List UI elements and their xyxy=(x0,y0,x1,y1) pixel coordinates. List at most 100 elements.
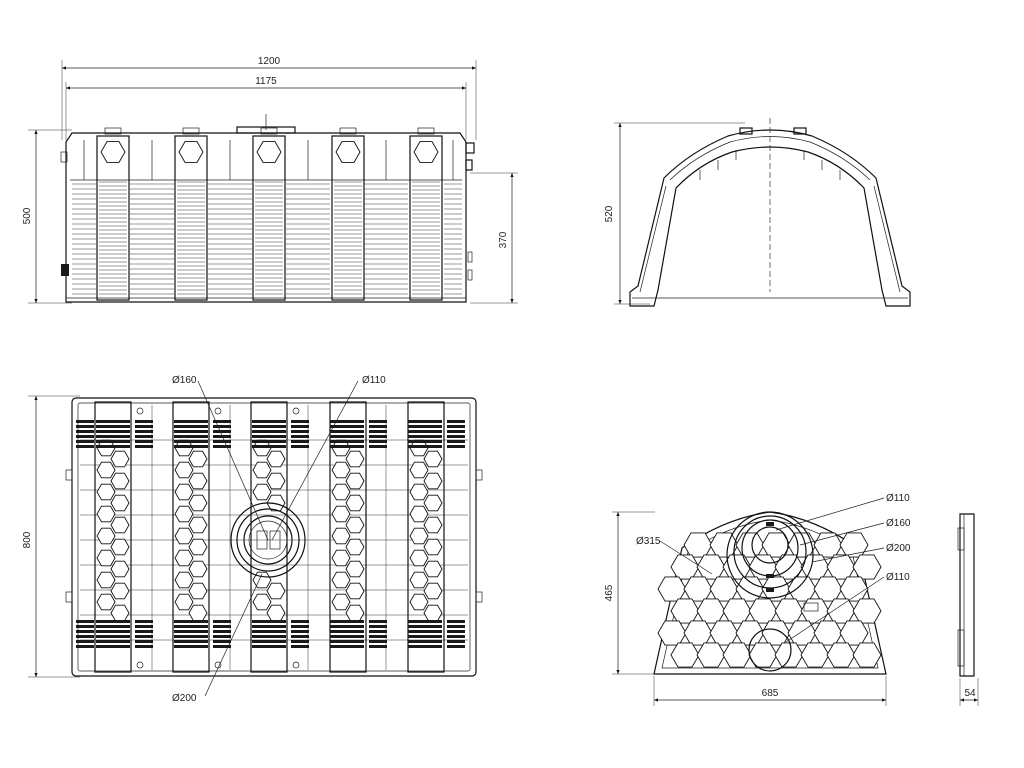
plan-rib-block xyxy=(447,640,465,643)
end-hex xyxy=(826,598,856,624)
end-hex xyxy=(839,532,869,558)
plan-rib-block xyxy=(96,640,130,643)
plan-rib-block xyxy=(408,635,442,638)
plan-rib-block xyxy=(213,625,231,628)
front-column xyxy=(96,135,130,301)
plan-rib-block xyxy=(76,630,94,633)
plan-hex xyxy=(266,604,286,622)
end-hex xyxy=(748,598,778,624)
plan-rib-block xyxy=(174,445,208,448)
plan-rib-block xyxy=(369,620,387,623)
plan-rib-block xyxy=(96,620,130,623)
plan-rib-block xyxy=(408,440,442,443)
plan-rib-block xyxy=(369,445,387,448)
plan-rib-block xyxy=(291,640,309,643)
end-hex xyxy=(735,532,765,558)
plan-hex xyxy=(96,505,116,523)
plan-rib-block xyxy=(330,445,364,448)
plan-rib-block xyxy=(369,645,387,648)
plan-rib-block xyxy=(96,445,130,448)
plan-rib-block xyxy=(447,435,465,438)
front-column-cap xyxy=(339,127,357,135)
end-hex xyxy=(683,576,713,602)
plan-rib-block xyxy=(213,425,231,428)
plan-rib-block xyxy=(174,635,208,638)
plan-rib-block xyxy=(213,435,231,438)
plan-rib-block xyxy=(330,645,364,648)
plan-rib-block xyxy=(174,645,208,648)
plan-label-d110: Ø110 xyxy=(362,375,386,386)
front-column xyxy=(409,135,443,301)
plan-rib-block xyxy=(252,640,286,643)
plan-rib-block xyxy=(291,435,309,438)
plan-rib-block xyxy=(447,625,465,628)
plan-hex xyxy=(423,560,443,578)
front-column-hex xyxy=(413,141,439,163)
plan-hex xyxy=(409,549,429,567)
plan-rib-block xyxy=(76,635,94,638)
front-column xyxy=(252,135,286,301)
front-column-hex xyxy=(335,141,361,163)
plan-rib-block xyxy=(76,620,94,623)
plan-rib-block xyxy=(135,420,153,423)
plan-rib-block xyxy=(174,620,208,623)
plan-rib-block xyxy=(252,440,286,443)
end-label-d200: Ø200 xyxy=(886,543,911,554)
plan-rib-block xyxy=(291,420,309,423)
plan-rib-block xyxy=(408,435,442,438)
plan-hex xyxy=(174,483,194,501)
plan-hex xyxy=(409,571,429,589)
plan-rib-block xyxy=(96,635,130,638)
plan-rib-block xyxy=(174,435,208,438)
plan-rib-block xyxy=(76,420,94,423)
front-column-cap xyxy=(417,127,435,135)
plan-hex xyxy=(96,461,116,479)
end-hex xyxy=(852,642,882,668)
plan-hex xyxy=(174,549,194,567)
plan-rib-block xyxy=(213,445,231,448)
end-hex xyxy=(774,642,804,668)
plan-rib-block xyxy=(291,635,309,638)
plan-rib-block xyxy=(174,440,208,443)
end-hex xyxy=(813,532,843,558)
plan-rib-block xyxy=(291,430,309,433)
plan-hex xyxy=(174,461,194,479)
end-hex xyxy=(813,576,843,602)
end-hex xyxy=(657,620,687,646)
plan-hex xyxy=(409,505,429,523)
plan-rib-block xyxy=(291,620,309,623)
plan-rib-block xyxy=(213,440,231,443)
plan-hex xyxy=(331,505,351,523)
plan-rib-block xyxy=(213,630,231,633)
end-hex xyxy=(683,532,713,558)
plan-rib-block xyxy=(369,435,387,438)
plan-rib-block xyxy=(76,640,94,643)
plan-hex xyxy=(188,538,208,556)
plan-hex xyxy=(188,516,208,534)
plan-column xyxy=(329,401,367,673)
plan-rib-block xyxy=(174,625,208,628)
plan-rib-block xyxy=(76,430,94,433)
plan-rib-block xyxy=(135,430,153,433)
side-view: 520 xyxy=(604,118,911,307)
plan-rib-block xyxy=(291,445,309,448)
plan-column xyxy=(407,401,445,673)
end-hex xyxy=(761,620,791,646)
end-hex xyxy=(839,620,869,646)
plan-hex xyxy=(110,582,130,600)
plan-hex xyxy=(266,472,286,490)
plan-rib-block xyxy=(96,625,130,628)
plan-hex xyxy=(174,527,194,545)
end-view: 465 685 Ø110 Ø160 Ø200 Ø110 Ø315 xyxy=(604,493,911,706)
plan-rib-block xyxy=(330,630,364,633)
plan-rib-block xyxy=(330,625,364,628)
end-hex xyxy=(722,598,752,624)
plan-hex xyxy=(331,571,351,589)
plan-rib-block xyxy=(252,425,286,428)
plan-hex xyxy=(96,571,116,589)
plan-rib-block xyxy=(330,635,364,638)
front-column xyxy=(174,135,208,301)
plan-hex xyxy=(174,593,194,611)
front-view: 1200 1175 500 370 xyxy=(22,56,518,304)
